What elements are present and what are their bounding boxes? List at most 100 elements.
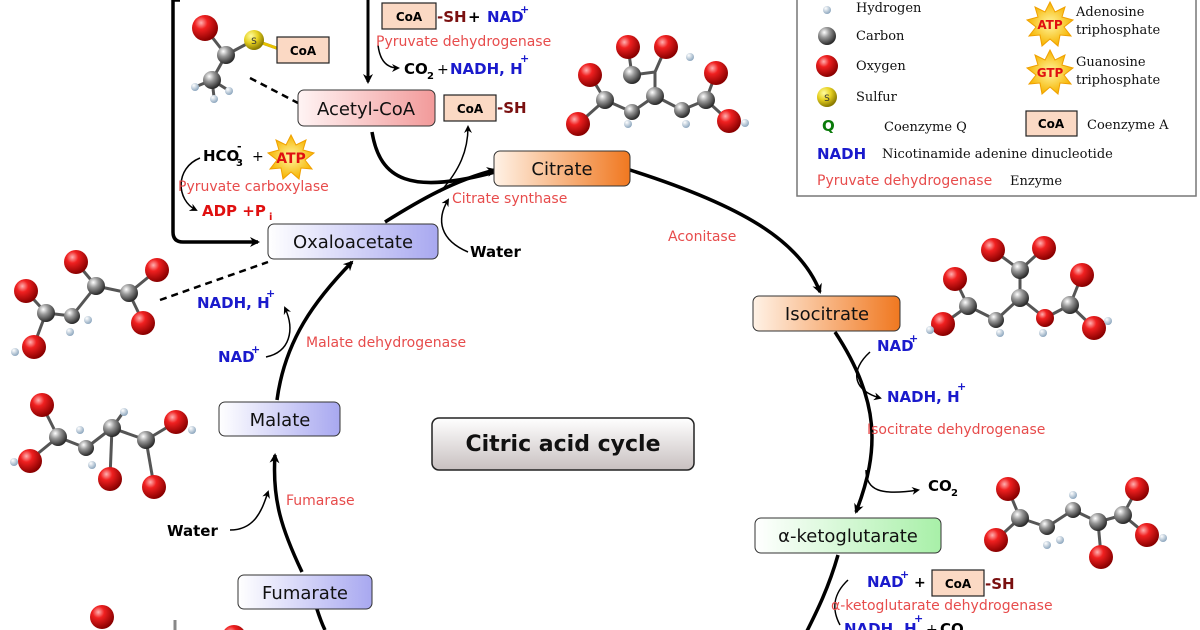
diagram-title: Citric acid cycle bbox=[465, 432, 660, 457]
svg-text:+: + bbox=[437, 62, 449, 78]
enzyme-malate-dh: Malate dehydrogenase bbox=[306, 335, 466, 351]
svg-text:+: + bbox=[252, 149, 264, 165]
alpha-kg-label: α-ketoglutarate bbox=[778, 526, 918, 547]
oxygen-icon bbox=[816, 55, 838, 77]
svg-text:-SH: -SH bbox=[437, 8, 467, 26]
legend-hydrogen: Hydrogen bbox=[856, 1, 922, 16]
svg-text:NADH, H: NADH, H bbox=[450, 60, 523, 78]
coa-box-akg: CoA -SH bbox=[931, 569, 1015, 597]
legend-sulfur: Sulfur bbox=[856, 90, 898, 105]
svg-text:+: + bbox=[914, 612, 923, 625]
legend-nadh: Nicotinamide adenine dinucleotide bbox=[882, 147, 1113, 162]
citrate-molecule-icon bbox=[566, 35, 749, 136]
title-box: Citric acid cycle bbox=[431, 417, 695, 471]
svg-text:CoA: CoA bbox=[945, 577, 972, 591]
enzyme-pyruvate-dh: Pyruvate dehydrogenase bbox=[376, 34, 551, 50]
citrate-label: Citrate bbox=[531, 159, 592, 180]
legend: Hydrogen Carbon Oxygen S Sulfur Q Coenzy… bbox=[796, 0, 1197, 197]
metabolite-alpha-ketoglutarate: α-ketoglutarate bbox=[754, 517, 942, 554]
hydrogen-icon bbox=[823, 6, 831, 14]
malate-label: Malate bbox=[250, 410, 311, 431]
arrow-acetylcoa-to-citrate bbox=[370, 131, 496, 185]
metabolite-oxaloacetate: Oxaloacetate bbox=[267, 223, 439, 260]
svg-text:+: + bbox=[468, 8, 481, 26]
atp-legend-icon: ATP bbox=[1026, 1, 1074, 47]
svg-text:+: + bbox=[266, 287, 275, 300]
svg-text:Adenosine: Adenosine bbox=[1075, 5, 1145, 20]
legend-coenzyme-a: Coenzyme A bbox=[1087, 118, 1169, 133]
arrow-fumarate-to-malate bbox=[269, 453, 304, 573]
svg-text:2: 2 bbox=[427, 71, 434, 82]
fumarate-molecule-icon bbox=[90, 605, 244, 630]
svg-text:-SH: -SH bbox=[985, 575, 1015, 593]
svg-text:+: + bbox=[520, 52, 529, 65]
arrow-akg-out bbox=[805, 554, 840, 630]
svg-text:CoA: CoA bbox=[1038, 117, 1065, 131]
svg-text:Water: Water bbox=[167, 522, 218, 540]
svg-text:+: + bbox=[914, 575, 926, 591]
svg-text:+: + bbox=[909, 332, 918, 345]
svg-text:NAD: NAD bbox=[877, 337, 914, 355]
metabolite-acetyl-coa: Acetyl-CoA bbox=[297, 89, 436, 127]
arrow-malate-to-oxaloacetate bbox=[275, 260, 354, 401]
svg-text:HCO: HCO bbox=[203, 147, 239, 165]
nadh-symbol: NADH bbox=[817, 145, 866, 163]
sulfur-icon bbox=[817, 87, 837, 107]
legend-coenzyme-q: Coenzyme Q bbox=[884, 120, 967, 135]
svg-text:+: + bbox=[520, 3, 529, 16]
legend-carbon: Carbon bbox=[856, 29, 905, 44]
svg-text:S: S bbox=[251, 37, 257, 47]
coenzyme-q-symbol: Q bbox=[822, 117, 835, 135]
svg-text:CoA: CoA bbox=[457, 102, 484, 116]
isocitrate-molecule-icon bbox=[926, 236, 1112, 340]
fumarate-label: Fumarate bbox=[262, 583, 348, 604]
enzyme-akg-dh: α-ketoglutarate dehydrogenase bbox=[831, 598, 1053, 614]
molecule-leaders bbox=[159, 76, 299, 302]
svg-text:ATP: ATP bbox=[1037, 18, 1063, 32]
coa-box-acetyl: CoA -SH bbox=[443, 94, 527, 122]
pyruvate-carboxylase-path bbox=[171, 0, 260, 247]
svg-text:Guanosine: Guanosine bbox=[1076, 55, 1146, 70]
enzyme-citrate-synthase: Citrate synthase bbox=[452, 191, 567, 207]
acetyl-coa-molecule-icon: S CoA bbox=[191, 15, 330, 103]
svg-text:CO: CO bbox=[940, 620, 964, 630]
coa-legend-icon bbox=[1025, 110, 1078, 137]
svg-text:i: i bbox=[269, 212, 272, 223]
svg-text:CO: CO bbox=[404, 60, 428, 78]
metabolite-isocitrate: Isocitrate bbox=[752, 295, 901, 332]
svg-text:2: 2 bbox=[951, 488, 958, 499]
enzyme-fumarase: Fumarase bbox=[286, 493, 355, 509]
enzyme-example: Pyruvate dehydrogenase bbox=[817, 173, 992, 189]
oxaloacetate-molecule-icon bbox=[11, 250, 169, 359]
alpha-kg-molecule-icon bbox=[984, 477, 1167, 569]
svg-text:Water: Water bbox=[470, 243, 521, 261]
atp-star-icon: ATP bbox=[266, 133, 316, 180]
svg-text:CO: CO bbox=[928, 477, 952, 495]
malate-molecule-icon bbox=[10, 393, 196, 499]
svg-text:NAD: NAD bbox=[867, 573, 904, 591]
enzyme-aconitase: Aconitase bbox=[668, 229, 736, 245]
metabolite-citrate: Citrate bbox=[493, 150, 631, 187]
svg-text:CoA: CoA bbox=[290, 44, 317, 58]
metabolite-fumarate: Fumarate bbox=[237, 574, 373, 610]
cofactor-labels: + NAD + Pyruvate dehydrogenase CO 2 + NA… bbox=[167, 3, 1053, 630]
svg-text:+: + bbox=[926, 622, 938, 630]
svg-text:3: 3 bbox=[236, 158, 243, 169]
enzyme-isocitrate-dh: Isocitrate dehydrogenase bbox=[867, 422, 1045, 438]
coa-box-top: CoA -SH bbox=[381, 2, 467, 30]
legend-oxygen: Oxygen bbox=[856, 59, 906, 74]
oxaloacetate-label: Oxaloacetate bbox=[293, 232, 413, 253]
svg-text:triphosphate: triphosphate bbox=[1076, 73, 1160, 88]
acetyl-coa-label: Acetyl-CoA bbox=[317, 99, 416, 120]
svg-text:+: + bbox=[957, 380, 966, 393]
svg-text:NADH, H: NADH, H bbox=[887, 388, 960, 406]
svg-text:CoA: CoA bbox=[396, 10, 423, 24]
arrow-citrate-to-isocitrate bbox=[629, 168, 822, 294]
legend-enzyme: Enzyme bbox=[1010, 174, 1062, 189]
svg-text:+: + bbox=[251, 343, 260, 356]
svg-text:GTP: GTP bbox=[1037, 66, 1064, 80]
svg-text:NADH, H: NADH, H bbox=[197, 294, 270, 312]
svg-text:-SH: -SH bbox=[497, 99, 527, 117]
